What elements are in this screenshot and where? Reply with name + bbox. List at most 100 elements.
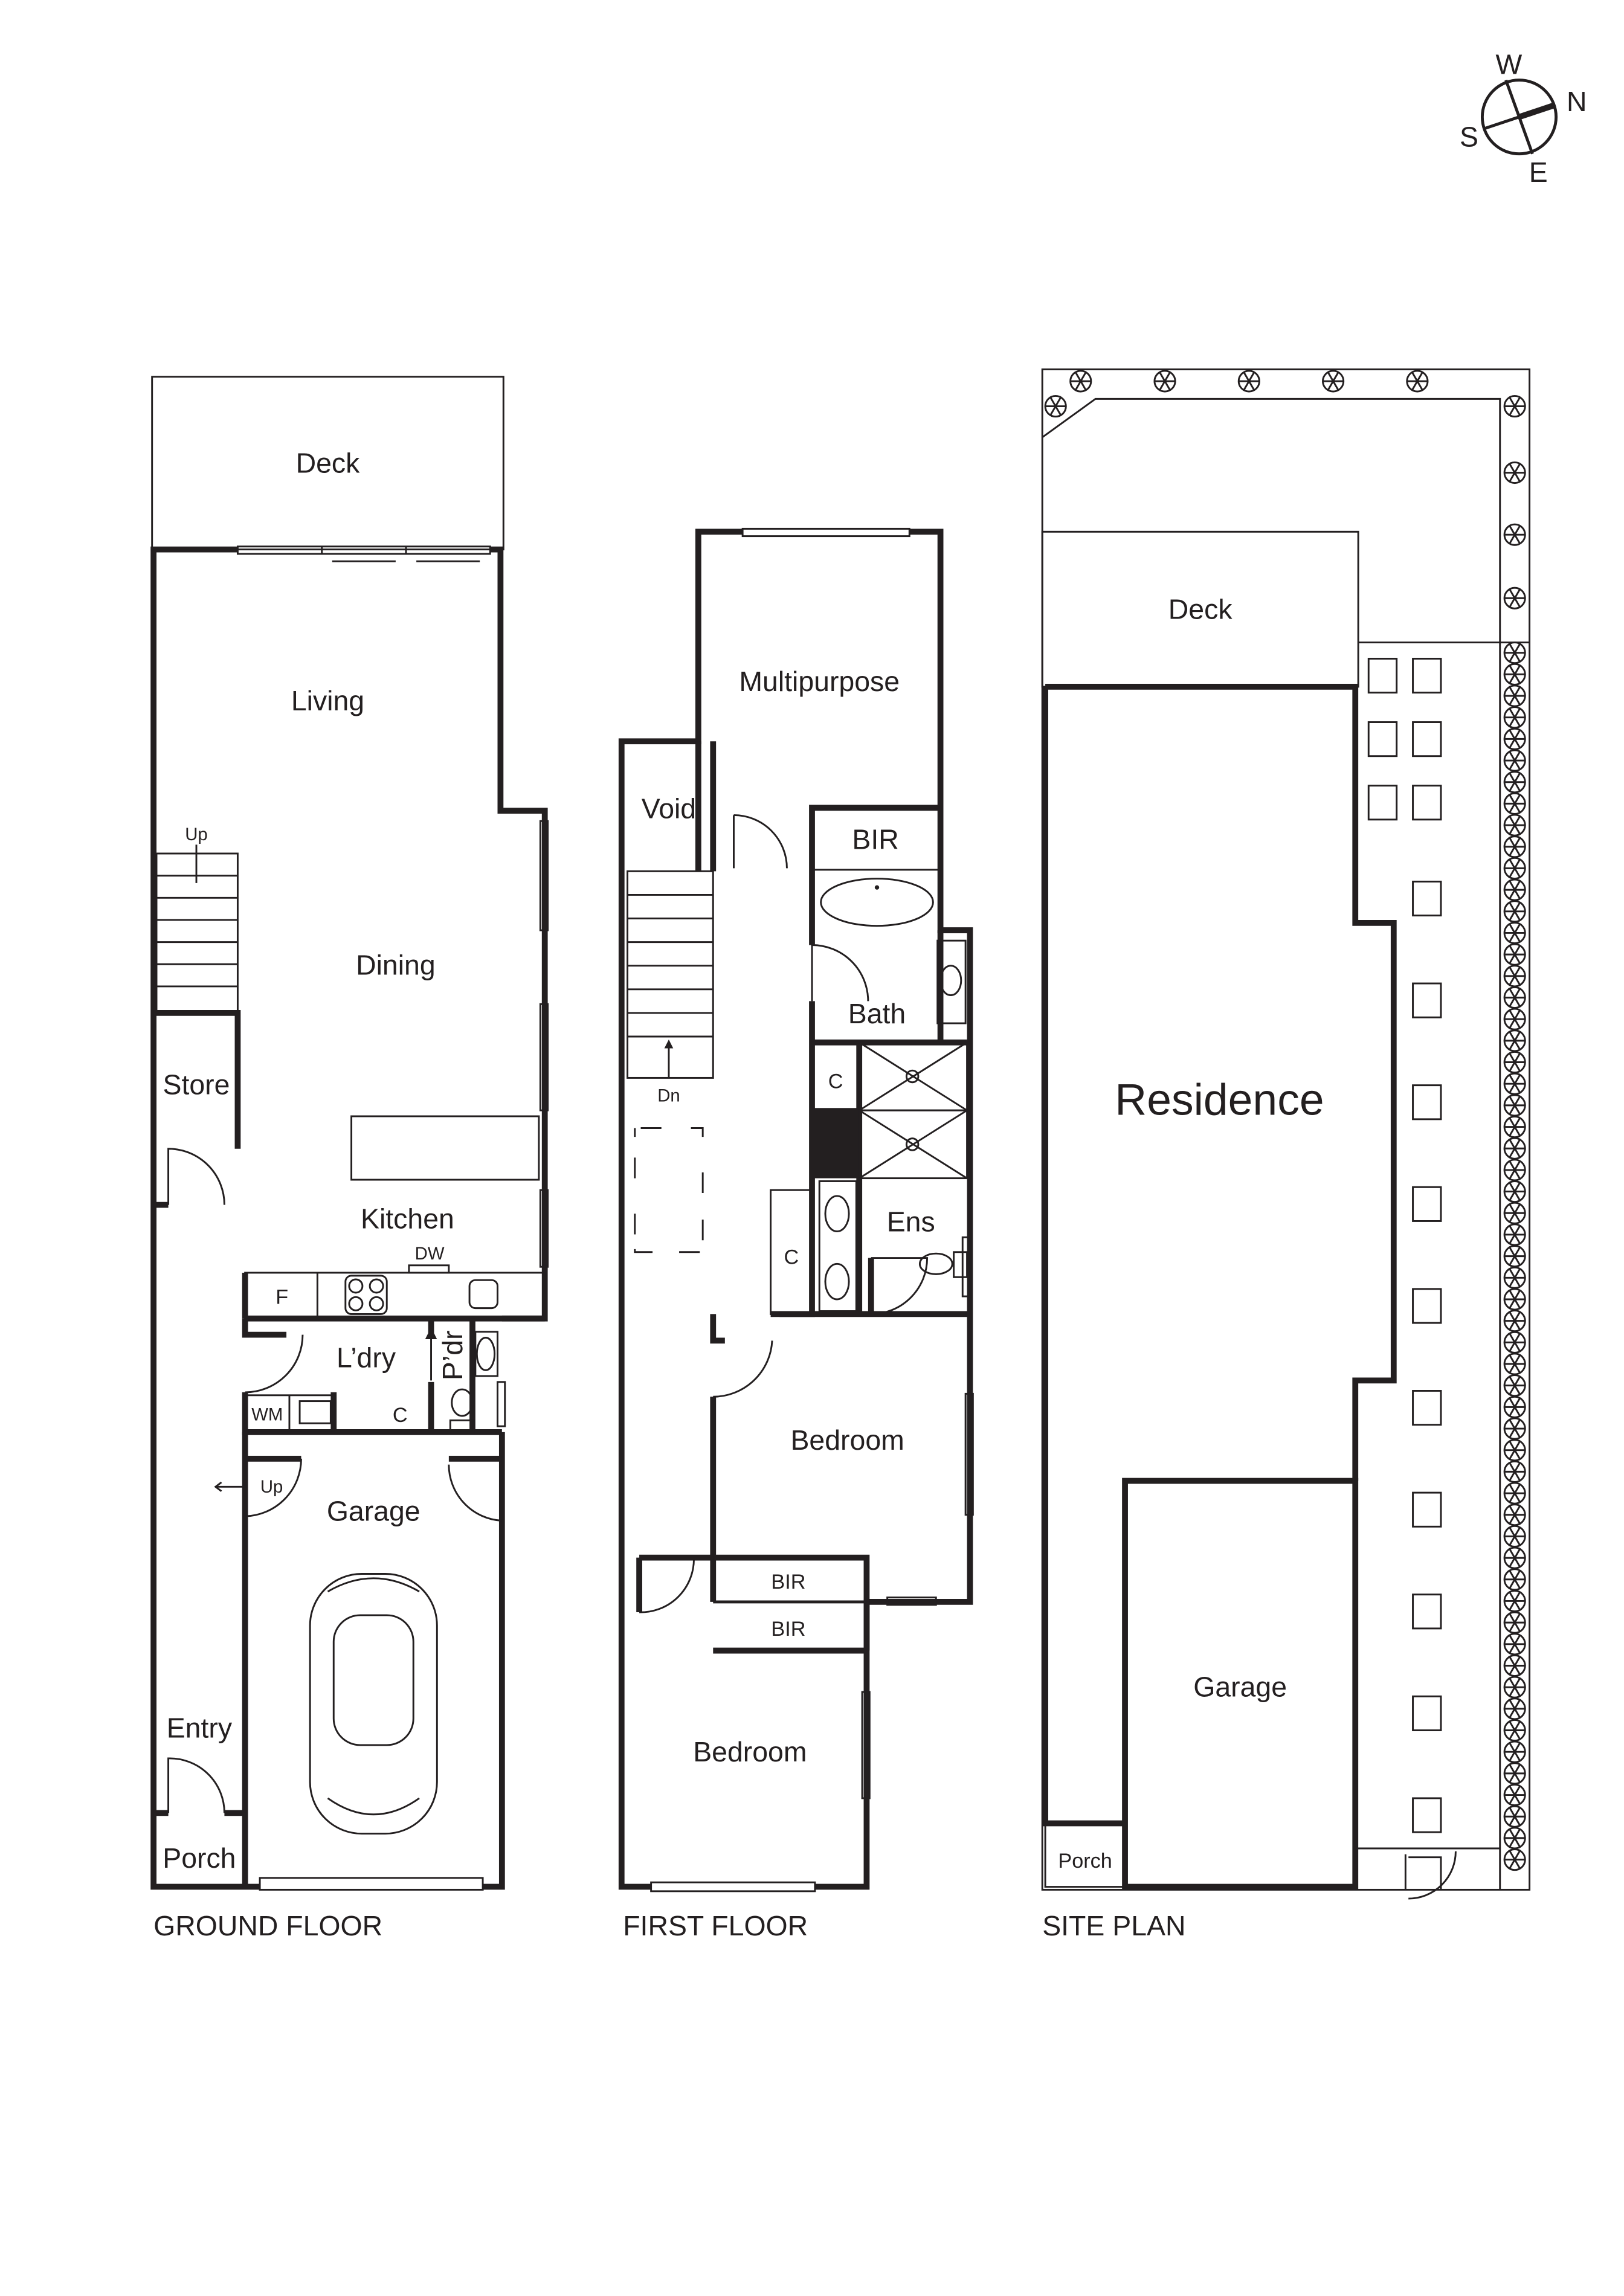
compass-icon: W N S E	[1460, 49, 1587, 188]
tree-icon	[1503, 1223, 1526, 1246]
tree-icon	[1503, 1310, 1526, 1333]
room-garage: Garage	[327, 1496, 420, 1527]
stairs-up-label: Up	[185, 825, 207, 844]
tree-icon	[1503, 900, 1526, 923]
room-bedroom-1: Bedroom	[790, 1424, 904, 1456]
site-garage	[1122, 1478, 1359, 1890]
tree-icon	[1044, 395, 1067, 418]
tree-icon	[1503, 792, 1526, 815]
washing-machine-label: WM	[251, 1404, 283, 1424]
tree-icon	[1503, 749, 1526, 772]
paver	[1367, 657, 1398, 694]
tree-icon	[1503, 1525, 1526, 1548]
tree-icon	[1503, 523, 1526, 546]
tree-icon	[1503, 1180, 1526, 1203]
room-powder: P’dr	[437, 1331, 468, 1381]
tree-icon	[1503, 1115, 1526, 1139]
site-residence-label: Residence	[1115, 1075, 1324, 1125]
paver	[1412, 982, 1442, 1018]
room-bir-3: BIR	[771, 1618, 805, 1641]
garage-up-label: Up	[260, 1477, 283, 1497]
tree-icon	[1503, 1827, 1526, 1850]
fridge-label: F	[276, 1285, 288, 1308]
tree-icon	[1503, 1395, 1526, 1418]
tree-icon	[1503, 663, 1526, 686]
room-store: Store	[163, 1069, 230, 1100]
compass-south: S	[1460, 121, 1478, 152]
tree-icon	[1503, 1008, 1526, 1031]
tree-icon	[1503, 921, 1526, 945]
tree-icon	[1503, 1245, 1526, 1268]
room-bath: Bath	[848, 998, 906, 1029]
tree-icon	[1503, 1783, 1526, 1807]
tree-icon	[1503, 1266, 1526, 1289]
site-plan-caption: SITE PLAN	[1042, 1910, 1185, 1941]
deck-outline	[151, 376, 504, 551]
paver	[1412, 1084, 1442, 1121]
site-deck-label: Deck	[1168, 593, 1233, 625]
paver-stones	[1367, 657, 1442, 1833]
car-icon	[309, 1573, 438, 1835]
tree-icon	[1503, 1633, 1526, 1656]
paver	[1412, 1491, 1442, 1528]
ground-floor-plan: Up Up	[150, 376, 549, 1941]
tree-icon	[1503, 878, 1526, 901]
tree-icon	[1322, 370, 1345, 393]
paver	[1367, 721, 1398, 757]
tree-icon	[1503, 965, 1526, 988]
site-boundary	[1041, 368, 1531, 1891]
tree-icon	[1503, 706, 1526, 729]
cupboard-1-label: C	[828, 1070, 843, 1093]
tree-icon	[1503, 1072, 1526, 1095]
tree-icon	[1503, 1439, 1526, 1462]
tree-icon	[1503, 1611, 1526, 1634]
tree-icon	[1069, 370, 1092, 393]
site-porch-label: Porch	[1058, 1850, 1112, 1873]
compass-west: W	[1495, 49, 1522, 80]
tree-icon	[1503, 642, 1526, 664]
tree-icon	[1503, 1201, 1526, 1224]
paver	[1412, 657, 1442, 694]
paver	[1412, 785, 1442, 821]
tree-icon	[1503, 395, 1526, 418]
tree-icon	[1503, 1094, 1526, 1117]
tree-icon	[1503, 1482, 1526, 1505]
stairs-down-label: Dn	[657, 1086, 680, 1106]
tree-icon	[1503, 684, 1526, 707]
room-kitchen: Kitchen	[361, 1203, 454, 1235]
tree-icon	[1503, 1848, 1526, 1871]
tree-icon	[1503, 1589, 1526, 1613]
first-floor-caption: FIRST FLOOR	[623, 1910, 808, 1941]
room-bir-2: BIR	[771, 1571, 805, 1593]
tree-icon	[1503, 1374, 1526, 1397]
tree-icon	[1503, 1159, 1526, 1182]
ground-floor-caption: GROUND FLOOR	[153, 1910, 382, 1941]
tree-icon	[1503, 986, 1526, 1009]
tree-icon	[1503, 1503, 1526, 1526]
tree-icon	[1503, 1805, 1526, 1828]
room-laundry: L’dry	[337, 1342, 396, 1373]
paver	[1412, 1695, 1442, 1731]
room-bedroom-2: Bedroom	[693, 1736, 807, 1767]
tree-icon	[1503, 1676, 1526, 1699]
tree-icon	[1503, 857, 1526, 880]
paver	[1412, 1390, 1442, 1426]
tree-icon	[1503, 1697, 1526, 1720]
tree-icon	[1503, 727, 1526, 750]
room-ensuite: Ens	[887, 1206, 935, 1238]
site-plan: Deck Residence Garage Porch SITE PLAN	[1041, 368, 1531, 1941]
tree-icon	[1503, 1546, 1526, 1569]
tree-icon	[1503, 1029, 1526, 1052]
room-porch: Porch	[163, 1842, 236, 1874]
tree-icon	[1503, 587, 1526, 609]
paver	[1412, 880, 1442, 917]
tree-icon	[1503, 771, 1526, 794]
first-floor-plan: Dn Multipurpose Void BIR B	[618, 527, 974, 1941]
tree-icon	[1503, 1417, 1526, 1440]
tree-icon	[1503, 1654, 1526, 1677]
dishwasher-label: DW	[415, 1244, 445, 1264]
paver	[1412, 1593, 1442, 1630]
tree-icon	[1406, 370, 1429, 393]
room-void: Void	[642, 793, 696, 824]
compass-east: E	[1529, 156, 1548, 188]
